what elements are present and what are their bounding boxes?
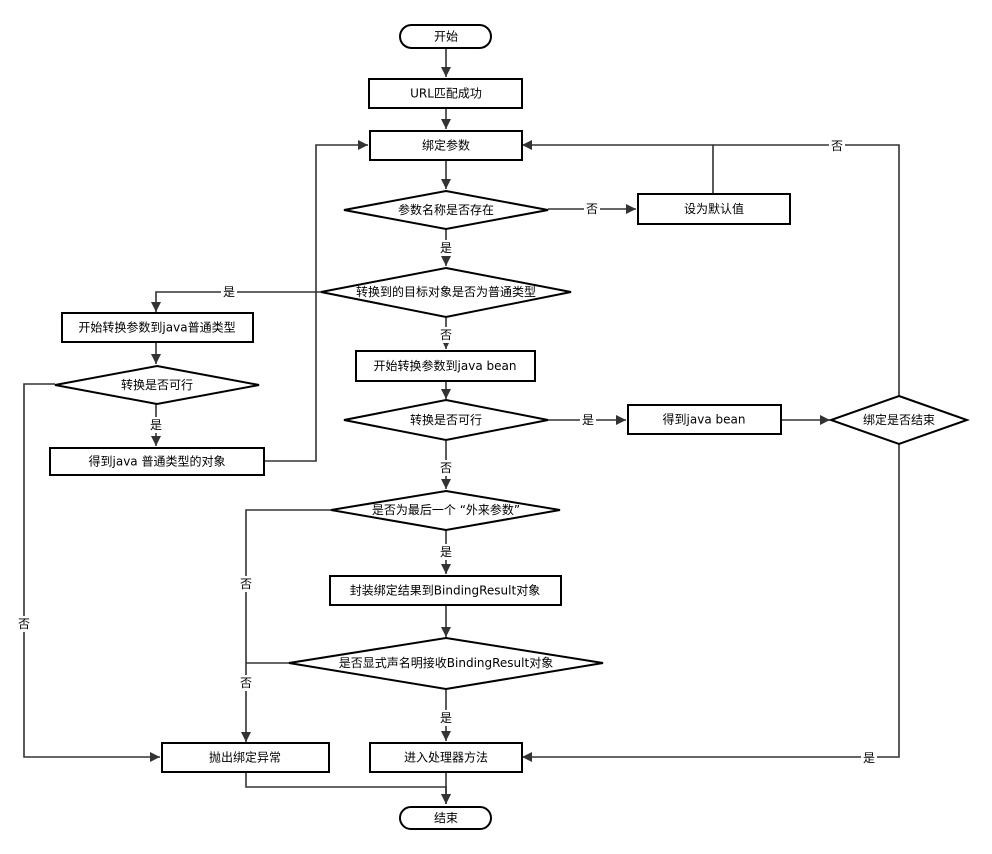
node-url-match: URL匹配成功: [368, 78, 523, 109]
node-convert-simple: 开始转换参数到java普通类型: [61, 312, 254, 343]
node-set-default-label: 设为默认值: [684, 201, 744, 216]
label-simple-ok-yes: 是: [150, 418, 162, 432]
node-end: 结束: [399, 806, 492, 830]
node-is-simple-type-label: 转换到的目标对象是否为普通类型: [356, 284, 536, 299]
node-end-label: 结束: [434, 811, 458, 825]
edge-throw-to-end: [245, 772, 451, 804]
node-throw-error: 抛出绑定异常: [161, 742, 330, 773]
label-simple-yes: 是: [223, 285, 235, 299]
edge-done-yes: [522, 443, 900, 762]
node-param-exists: 参数名称是否存在: [343, 189, 549, 231]
edge-default-to-bind: [522, 140, 714, 193]
node-bean-ok: 转换是否可行: [343, 398, 549, 442]
label-exists-yes: 是: [440, 241, 452, 255]
edge-simple-ok-no: [23, 383, 160, 762]
node-handler-label: 进入处理器方法: [404, 750, 488, 765]
node-convert-bean-label: 开始转换参数到java bean: [374, 358, 517, 373]
nodes: 开始 URL匹配成功 绑定参数 参数名称是否存在 设为默认值 转换到的目标对象是…: [49, 24, 971, 830]
node-got-bean-label: 得到java bean: [663, 412, 746, 427]
node-wrap-result: 封装绑定结果到BindingResult对象: [329, 575, 562, 606]
label-exists-no: 否: [586, 202, 598, 216]
node-declares-result-label: 是否显式声名明接收BindingResult对象: [339, 655, 553, 670]
node-set-default: 设为默认值: [637, 193, 791, 225]
node-is-last-label: 是否为最后一个 “外来参数”: [372, 502, 520, 517]
edge-labels: 否 是 是 否 是 否 是 否 否 是 是 否 否 是: [16, 138, 877, 766]
node-throw-error-label: 抛出绑定异常: [209, 750, 281, 765]
label-simple-no: 否: [440, 328, 452, 342]
edge-got-simple-to-bind: [264, 140, 368, 462]
node-simple-ok: 转换是否可行: [54, 364, 260, 406]
node-convert-bean: 开始转换参数到java bean: [355, 350, 536, 382]
node-got-simple-label: 得到java 普通类型的对象: [89, 454, 226, 469]
node-bind-params: 绑定参数: [369, 130, 523, 161]
node-start: 开始: [399, 24, 492, 49]
node-param-exists-label: 参数名称是否存在: [398, 202, 494, 217]
node-bean-ok-label: 转换是否可行: [410, 412, 482, 427]
label-simple-ok-no: 否: [18, 617, 30, 631]
label-last-no: 否: [240, 577, 252, 591]
node-got-bean: 得到java bean: [627, 404, 782, 435]
edge-simple-yes: [151, 291, 321, 312]
node-got-simple: 得到java 普通类型的对象: [49, 447, 265, 476]
edge-last-no: [241, 509, 331, 742]
node-is-simple-type: 转换到的目标对象是否为普通类型: [320, 266, 572, 319]
node-wrap-result-label: 封装绑定结果到BindingResult对象: [350, 583, 540, 598]
label-bean-ok-no: 否: [440, 461, 452, 475]
node-is-last: 是否为最后一个 “外来参数”: [330, 489, 561, 532]
label-bean-ok-yes: 是: [582, 413, 594, 427]
node-bind-done-label: 绑定是否结束: [863, 412, 935, 427]
node-start-label: 开始: [434, 30, 458, 44]
node-url-match-label: URL匹配成功: [410, 87, 482, 101]
label-last-yes: 是: [440, 545, 452, 559]
edge-done-no: [713, 144, 900, 397]
node-declares-result: 是否显式声名明接收BindingResult对象: [288, 636, 604, 691]
label-done-no: 否: [831, 139, 843, 153]
node-simple-ok-label: 转换是否可行: [121, 377, 193, 392]
label-declares-no: 否: [240, 676, 252, 690]
label-done-yes: 是: [863, 751, 875, 765]
node-convert-simple-label: 开始转换参数到java普通类型: [78, 320, 235, 335]
node-handler: 进入处理器方法: [369, 742, 523, 773]
node-bind-params-label: 绑定参数: [422, 138, 470, 153]
node-bind-done: 绑定是否结束: [827, 394, 971, 446]
label-declares-yes: 是: [440, 711, 452, 725]
